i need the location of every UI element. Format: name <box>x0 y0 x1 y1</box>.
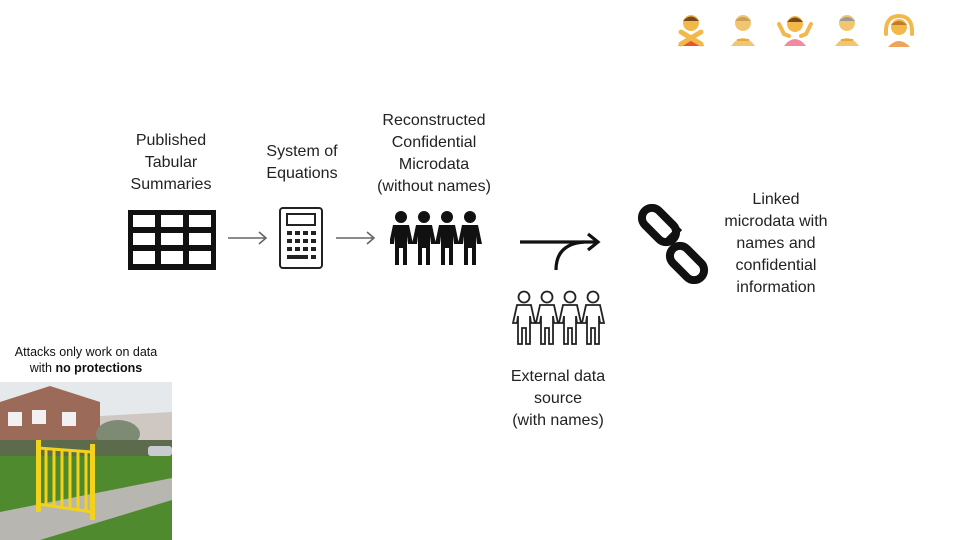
people-group-icon <box>390 211 482 265</box>
person-shrugging-icon[interactable] <box>776 10 814 48</box>
person-icon[interactable] <box>828 10 866 48</box>
open-gate-photo <box>0 382 172 540</box>
reaction-emoji-row <box>672 10 918 48</box>
merge-arrow-icon <box>520 232 601 271</box>
system-of-equations-label: System of Equations <box>266 143 338 182</box>
attack-caption: Attacks only work on data with no protec… <box>0 344 172 376</box>
person-gesturing-no-icon[interactable] <box>672 10 710 48</box>
people-outline-icon <box>512 290 606 345</box>
caption-line2: with no protections <box>29 361 143 375</box>
table-grid-icon <box>128 210 216 270</box>
external-data-source-label: External data source (with names) <box>510 368 606 429</box>
arrow-right-icon <box>336 231 376 245</box>
calculator-icon <box>279 207 323 269</box>
published-tabular-summaries-label: Published Tabular Summaries <box>130 132 212 193</box>
linked-microdata-label: Linked microdata with names and confiden… <box>724 191 828 296</box>
reconstructed-microdata-label: Reconstructed Confidential Microdata (wi… <box>377 112 491 195</box>
chain-link-icon <box>637 204 709 284</box>
person-gesturing-ok-icon[interactable] <box>880 10 918 48</box>
arrow-right-icon <box>228 231 268 245</box>
person-icon[interactable] <box>724 10 762 48</box>
